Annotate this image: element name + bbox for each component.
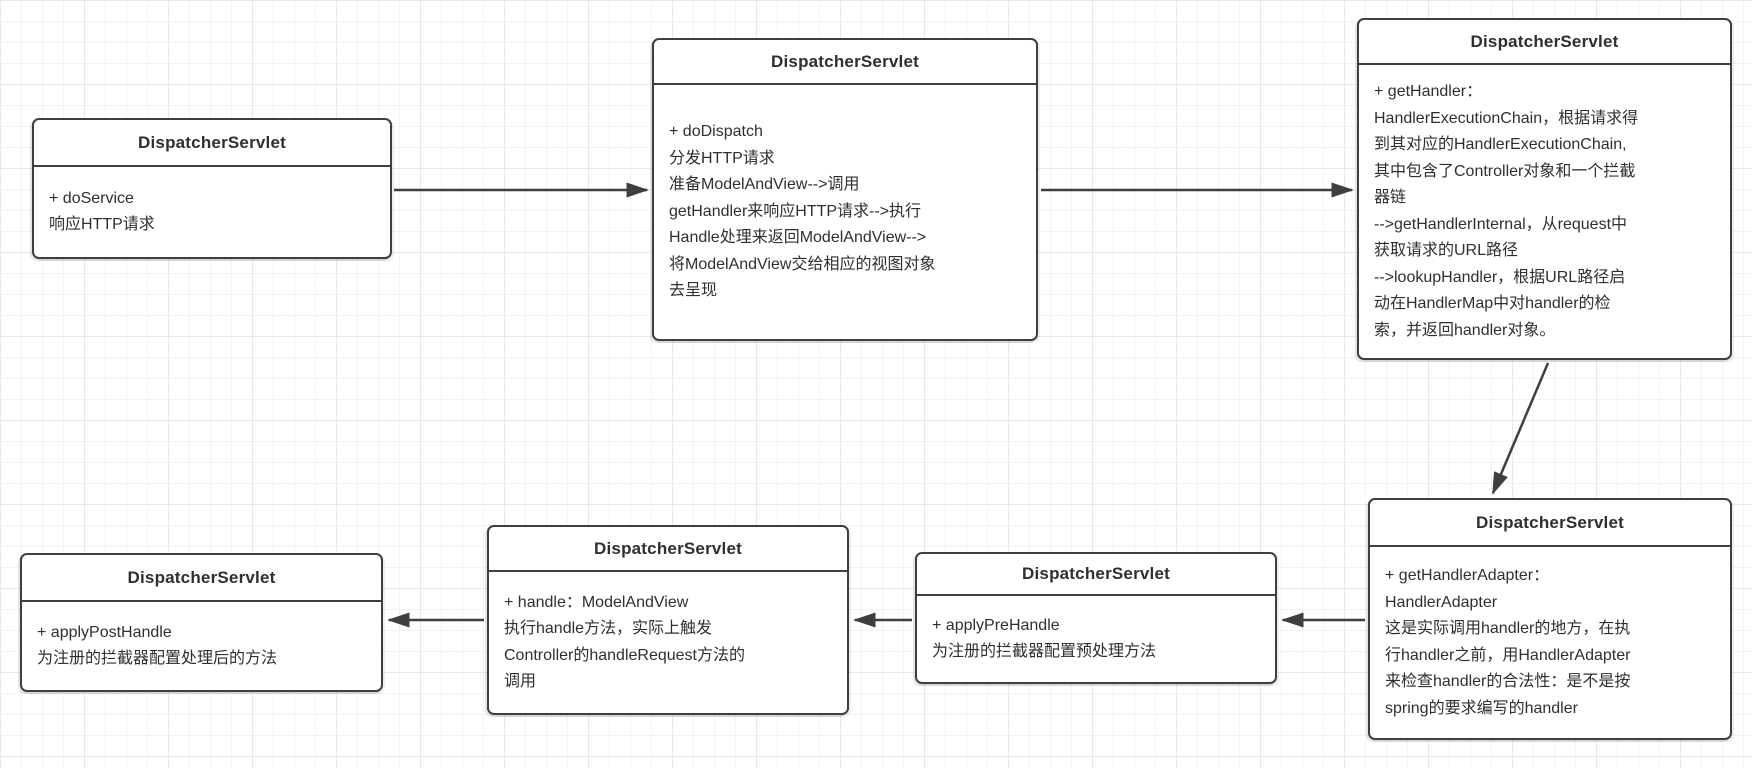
node-title: DispatcherServlet bbox=[22, 555, 381, 602]
uml-node-applyprehandle[interactable]: DispatcherServlet + applyPreHandle 为注册的拦… bbox=[915, 552, 1277, 684]
node-title: DispatcherServlet bbox=[489, 527, 847, 572]
uml-node-applyposthandle[interactable]: DispatcherServlet + applyPostHandle 为注册的… bbox=[20, 553, 383, 692]
uml-node-handle[interactable]: DispatcherServlet + handle：ModelAndView … bbox=[487, 525, 849, 715]
node-body: + doService 响应HTTP请求 bbox=[49, 189, 155, 234]
node-title: DispatcherServlet bbox=[1359, 20, 1730, 65]
uml-node-gethandler[interactable]: DispatcherServlet + getHandler： HandlerE… bbox=[1357, 18, 1732, 360]
node-body: + getHandlerAdapter： HandlerAdapter 这是实际… bbox=[1385, 567, 1631, 717]
edge-gethandler-to-gethandleradapter-arrow-icon[interactable] bbox=[1491, 362, 1550, 495]
node-body: + applyPreHandle 为注册的拦截器配置预处理方法 bbox=[932, 616, 1157, 661]
uml-node-dodispatch[interactable]: DispatcherServlet + doDispatch 分发HTTP请求 … bbox=[652, 38, 1038, 341]
node-body: + applyPostHandle 为注册的拦截器配置处理后的方法 bbox=[37, 623, 278, 668]
node-body: + getHandler： HandlerExecutionChain，根据请求… bbox=[1374, 83, 1639, 339]
node-body: + doDispatch 分发HTTP请求 准备ModelAndView-->调… bbox=[669, 123, 936, 300]
node-title: DispatcherServlet bbox=[917, 554, 1275, 596]
node-body: + handle：ModelAndView 执行handle方法，实际上触发 C… bbox=[504, 593, 746, 691]
node-title: DispatcherServlet bbox=[34, 120, 390, 167]
node-title: DispatcherServlet bbox=[1370, 500, 1730, 547]
uml-node-doservice[interactable]: DispatcherServlet + doService 响应HTTP请求 bbox=[32, 118, 392, 259]
uml-node-gethandleradapter[interactable]: DispatcherServlet + getHandlerAdapter： H… bbox=[1368, 498, 1732, 740]
node-title: DispatcherServlet bbox=[654, 40, 1036, 85]
